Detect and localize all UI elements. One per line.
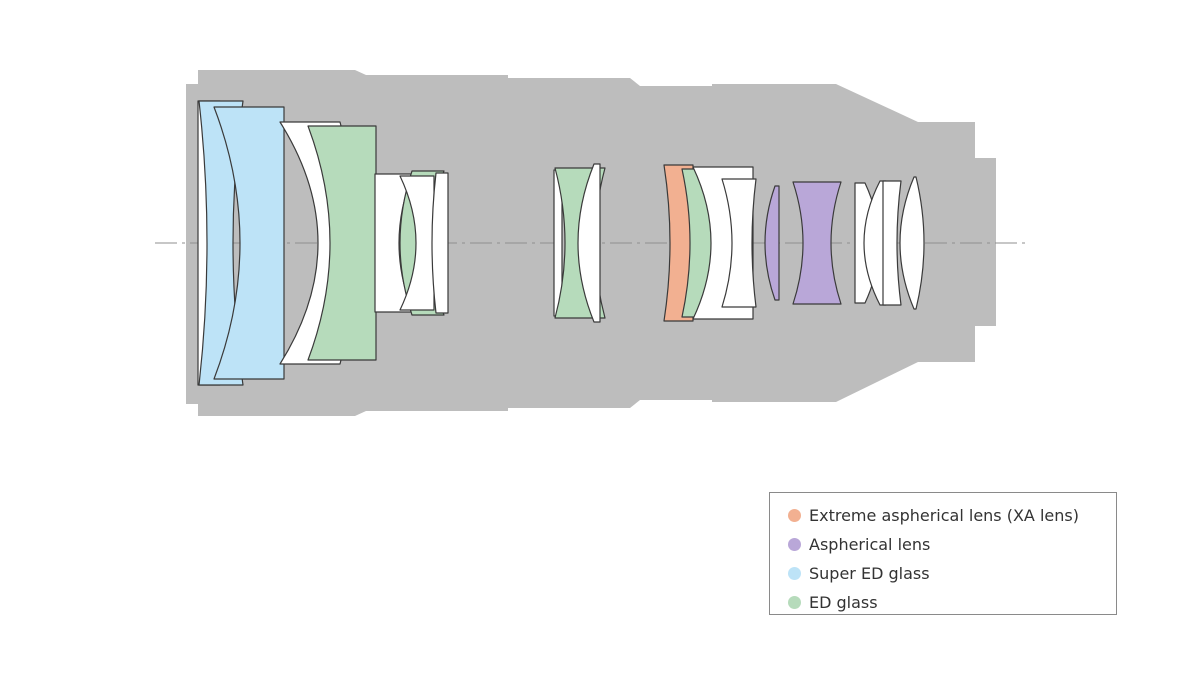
legend-swatch-aspherical	[788, 538, 801, 551]
lens-element-12	[577, 163, 601, 323]
legend-swatch-xa	[788, 509, 801, 522]
lens-element-17	[764, 185, 780, 301]
lens-element-21	[882, 180, 902, 306]
legend-item-ed: ED glass	[788, 588, 1116, 617]
legend: Extreme aspherical lens (XA lens) Aspher…	[769, 492, 1117, 615]
legend-item-super-ed: Super ED glass	[788, 559, 1116, 588]
lens-element-18	[792, 181, 842, 305]
legend-label-ed: ED glass	[809, 593, 878, 612]
legend-swatch-ed	[788, 596, 801, 609]
legend-swatch-super-ed	[788, 567, 801, 580]
lens-element-9	[431, 172, 449, 314]
lens-element-3	[213, 106, 285, 380]
lens-elements	[197, 100, 925, 386]
lens-element-16	[721, 178, 757, 308]
legend-item-aspherical: Aspherical lens	[788, 530, 1116, 559]
lens-element-22	[899, 176, 925, 310]
legend-label-super-ed: Super ED glass	[809, 564, 930, 583]
legend-item-xa: Extreme aspherical lens (XA lens)	[788, 501, 1116, 530]
legend-label-aspherical: Aspherical lens	[809, 535, 931, 554]
legend-label-xa: Extreme aspherical lens (XA lens)	[809, 506, 1079, 525]
